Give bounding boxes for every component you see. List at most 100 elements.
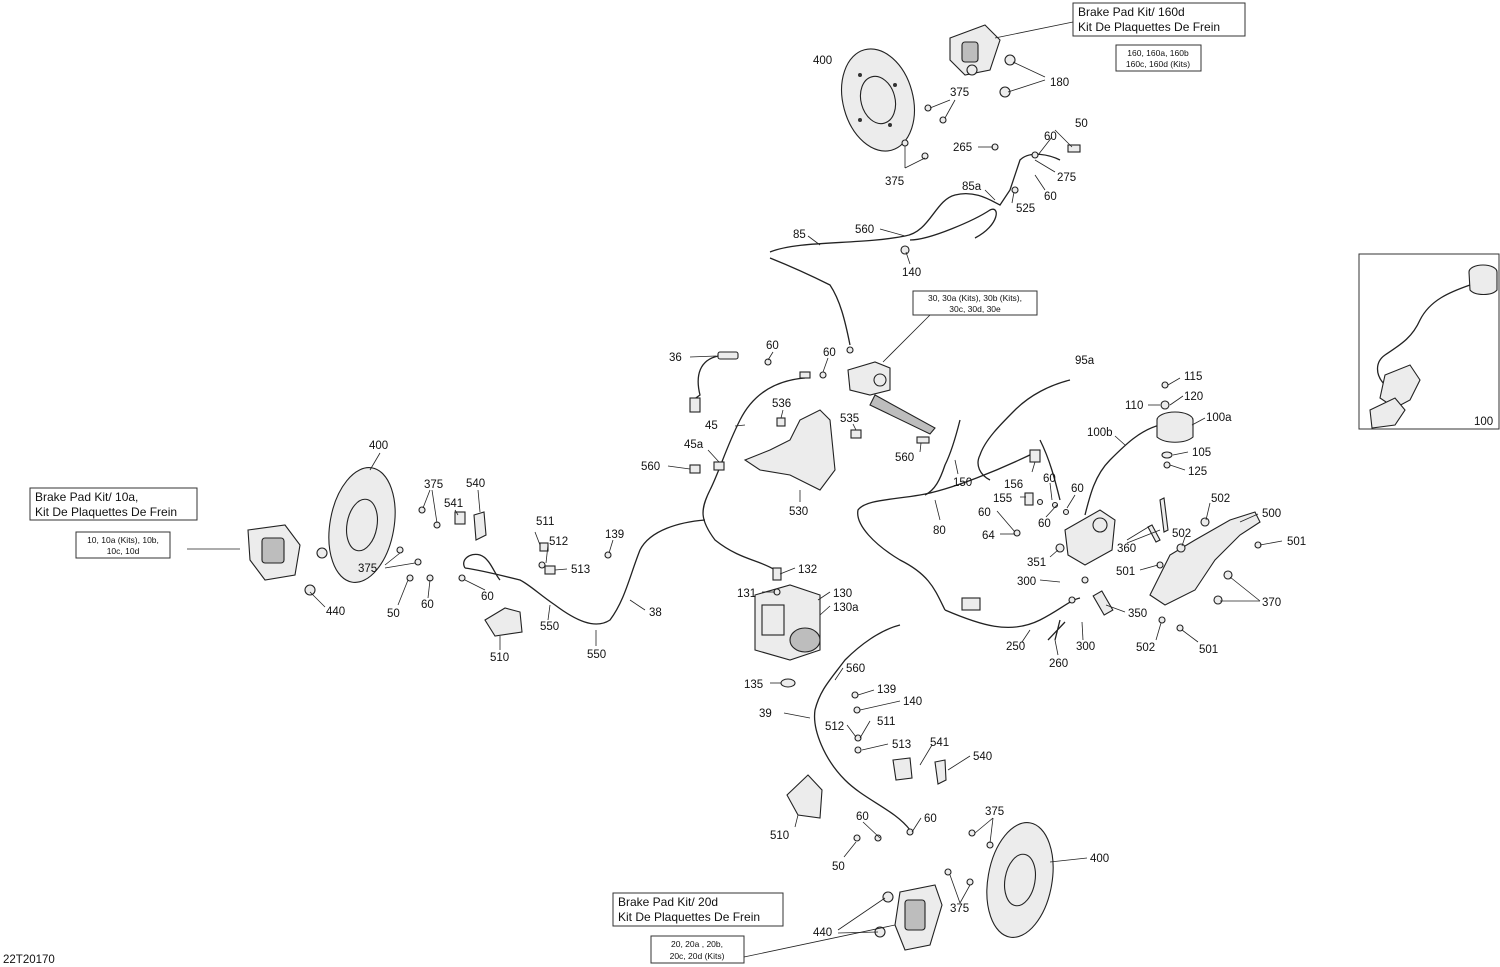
kit-box-front-left-title-1: Brake Pad Kit/ 10a, [35, 490, 138, 504]
kit-box-front-right: Brake Pad Kit/ 20d Kit De Plaquettes De … [612, 892, 896, 964]
front-left-bracket-510 [484, 607, 523, 637]
kit-box-master-kits-2: 30c, 30d, 30e [949, 304, 1001, 314]
callout-131: 131 [737, 588, 756, 600]
callout-513-low: 513 [892, 739, 911, 751]
callout-39: 39 [759, 708, 772, 720]
front-left-caliper [247, 524, 301, 581]
callout-440-low: 440 [813, 927, 832, 939]
kit-box-front-right-title-1: Brake Pad Kit/ 20d [618, 895, 718, 909]
callout-85a: 85a [962, 181, 982, 193]
callout-375-left-a: 375 [424, 479, 443, 491]
kit-box-rear-title-2: Kit De Plaquettes De Frein [1078, 20, 1220, 34]
callout-36: 36 [669, 352, 682, 364]
kit-box-rear-kits-1: 160, 160a, 160b [1127, 48, 1189, 58]
kit-box-master-cylinder: 30, 30a (Kits), 30b (Kits), 30c, 30d, 30… [882, 290, 1038, 363]
callout-300-a: 300 [1017, 576, 1036, 588]
callout-125: 125 [1188, 466, 1207, 478]
callout-510-left: 510 [490, 652, 509, 664]
kit-box-front-right-kits-2: 20c, 20d (Kits) [670, 951, 725, 961]
front-right-caliper [894, 884, 943, 951]
callout-60-low-b: 60 [924, 813, 937, 825]
callout-140-top: 140 [902, 267, 921, 279]
callout-60-top-a: 60 [1044, 131, 1057, 143]
callout-155: 155 [993, 493, 1012, 505]
callout-513-left: 513 [571, 564, 590, 576]
inset-master-cylinder-assembly: 100 [1358, 253, 1500, 430]
callout-115: 115 [1184, 371, 1202, 383]
callout-135: 135 [744, 679, 763, 691]
leader-lines [309, 61, 1283, 934]
abs-module [754, 584, 821, 661]
brake-line-45 [702, 377, 806, 571]
callout-536: 536 [772, 398, 791, 410]
callout-60-r1: 60 [1043, 473, 1056, 485]
mid-small-parts [538, 346, 1070, 754]
kit-box-front-right-kits-1: 20, 20a , 20b, [671, 939, 723, 949]
kit-box-master-kits-1: 30, 30a (Kits), 30b (Kits), [928, 293, 1022, 303]
callout-511-low: 511 [877, 716, 895, 728]
callout-560-low: 560 [846, 663, 865, 675]
callout-60-r2: 60 [1071, 483, 1084, 495]
brake-line-95a [977, 379, 1071, 481]
callout-502-c: 502 [1136, 642, 1155, 654]
callout-375-top-a: 375 [950, 87, 969, 99]
callout-60-left-b: 60 [481, 591, 494, 603]
kit-box-rear-title-1: Brake Pad Kit/ 160d [1078, 5, 1185, 19]
callout-110: 110 [1125, 400, 1143, 412]
callout-535: 535 [840, 413, 859, 425]
callout-130: 130 [833, 588, 852, 600]
callout-60-m2: 60 [823, 347, 836, 359]
callout-95a: 95a [1075, 355, 1095, 367]
pedal-small-parts [1013, 497, 1262, 632]
front-right-brake-disc [986, 822, 1054, 938]
callout-139-low: 139 [877, 684, 896, 696]
brake-line-250 [944, 597, 1081, 629]
callout-500: 500 [1262, 508, 1281, 520]
callout-541-left: 541 [444, 498, 463, 510]
callout-375-top-b: 375 [885, 176, 904, 188]
callout-130a: 130a [833, 602, 859, 614]
callout-140-low: 140 [903, 696, 922, 708]
callout-132: 132 [798, 564, 817, 576]
callout-275: 275 [1057, 172, 1076, 184]
callout-511-left: 511 [536, 516, 554, 528]
brake-fluid-reservoir [1156, 381, 1194, 469]
callout-260: 260 [1049, 658, 1068, 670]
callout-80: 80 [933, 525, 946, 537]
callout-370: 370 [1262, 597, 1281, 609]
callout-400-left: 400 [369, 440, 388, 452]
callout-300-b: 300 [1076, 641, 1095, 653]
rear-caliper [949, 24, 1001, 76]
brake-line-38 [464, 519, 706, 625]
brake-lines [463, 153, 1161, 831]
callout-510-low: 510 [770, 830, 789, 842]
callout-560-m2: 560 [895, 452, 914, 464]
brake-line-85 [769, 153, 1061, 253]
diagram-id: 22T20170 [3, 954, 55, 966]
kit-box-front-left: Brake Pad Kit/ 10a, Kit De Plaquettes De… [29, 487, 240, 559]
callout-60-top-b: 60 [1044, 191, 1057, 203]
callout-502-b: 502 [1172, 528, 1191, 540]
rear-brake-disc [841, 48, 915, 152]
callout-60-left-a: 60 [421, 599, 434, 611]
callout-265: 265 [953, 142, 972, 154]
callout-50-left: 50 [387, 608, 400, 620]
callout-45a: 45a [684, 439, 704, 451]
callout-375-left-b: 375 [358, 563, 377, 575]
callout-400-top: 400 [813, 55, 832, 67]
callout-38: 38 [649, 607, 662, 619]
callout-120: 120 [1184, 391, 1203, 403]
callout-labels: 400 375 180 265 60 50 275 375 85a 525 60… [326, 55, 1306, 939]
brake-line-100b [1084, 424, 1161, 516]
front-right-bracket-510 [786, 774, 823, 819]
callout-540-low: 540 [973, 751, 992, 763]
callout-60-low-a: 60 [856, 811, 869, 823]
brake-pedal-assembly [961, 509, 1261, 641]
brake-line-80 [857, 449, 1041, 611]
brake-line-150 [924, 419, 961, 496]
callout-501-b: 501 [1116, 566, 1135, 578]
callout-150: 150 [953, 477, 972, 489]
callout-139-left: 139 [605, 529, 624, 541]
callout-525: 525 [1016, 203, 1035, 215]
